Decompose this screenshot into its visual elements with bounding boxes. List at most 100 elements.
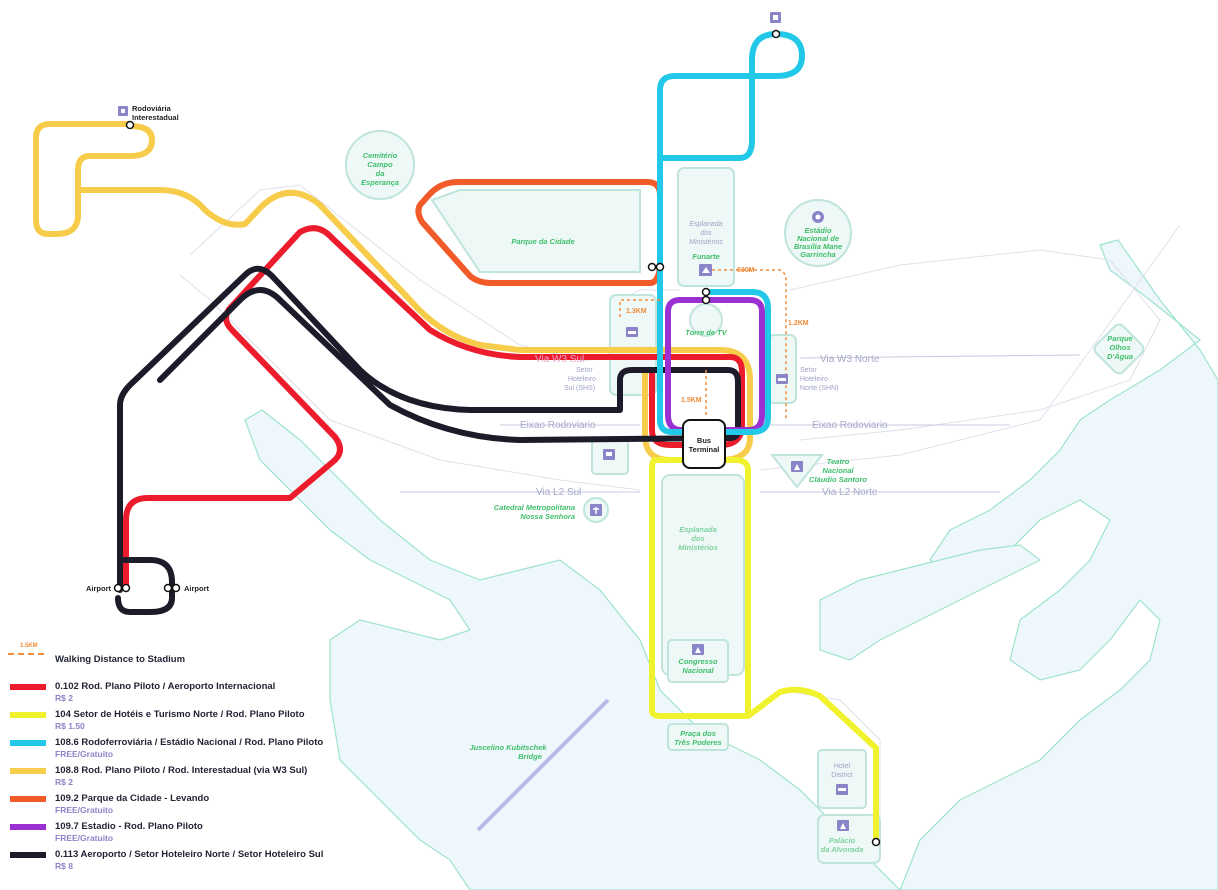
jk-bridge-label-1: Juscelino Kubitschek bbox=[469, 743, 547, 752]
stop-parque-1[interactable] bbox=[647, 262, 657, 272]
route-0-113-line bbox=[115, 265, 741, 615]
hub-label-2: Terminal bbox=[689, 445, 720, 454]
legend-route-name-1092: 109.2 Parque da Cidade - Levando bbox=[55, 793, 210, 804]
funarte-label: Funarte bbox=[692, 252, 720, 261]
route-108-6-line bbox=[657, 31, 805, 435]
shn-label-2: Hoteleiro bbox=[800, 376, 828, 383]
legend-swatch-104 bbox=[10, 712, 46, 718]
legend-route-fare-1097: FREE/Gratuito bbox=[55, 833, 114, 843]
hotel-norte-icon bbox=[776, 374, 788, 384]
estadio-label-3: Brasília Mane bbox=[794, 242, 842, 251]
rodoviaria-label-1: Rodoviária bbox=[132, 104, 172, 113]
road-l2-norte-label: Via L2 Norte bbox=[822, 487, 878, 498]
road-l2-sul-label: Via L2 Sul bbox=[536, 487, 581, 498]
legend-walk-sample: 1.5KM bbox=[20, 643, 38, 649]
stop-rodoferroviaria[interactable] bbox=[771, 29, 781, 39]
esplanada-bottom-label-2: dos bbox=[691, 534, 704, 543]
cathedral-icon bbox=[590, 504, 602, 516]
route-0-102-line bbox=[123, 225, 745, 590]
teatro-label-1: Teatro bbox=[827, 457, 850, 466]
legend-route-fare-1086: FREE/Gratuito bbox=[55, 749, 114, 759]
walk-distance-1-5km: 1.5KM bbox=[681, 397, 702, 404]
walk-distance-1-2km: 1.2KM bbox=[788, 320, 809, 327]
stop-airport-r1[interactable] bbox=[163, 583, 173, 593]
esplanada-top-area bbox=[677, 167, 735, 287]
shs-label-2: Hoteleiro bbox=[568, 376, 596, 383]
esplanada-top-label-2: dos bbox=[700, 230, 712, 237]
cemiterio-label-1: Cemitério bbox=[363, 151, 398, 160]
hotel-district-label-2: District bbox=[831, 772, 852, 779]
legend-swatch-1086 bbox=[10, 740, 46, 746]
stadium-icon bbox=[812, 211, 824, 223]
airport-left-label: Airport bbox=[86, 584, 112, 593]
legend-walk-label: Walking Distance to Stadium bbox=[55, 654, 186, 665]
legend-swatch-1092 bbox=[10, 796, 46, 802]
shs-label-1: Setor bbox=[576, 367, 593, 374]
walk-path-stadium bbox=[706, 269, 787, 420]
airport-right-label: Airport bbox=[184, 584, 210, 593]
praca-label-2: Três Poderes bbox=[674, 738, 721, 747]
road-eixao-right-label: Eixao Rodoviario bbox=[812, 420, 888, 431]
cemiterio-area bbox=[345, 130, 415, 200]
legend-route-name-0113: 0.113 Aeroporto / Setor Hoteleiro Norte … bbox=[55, 849, 324, 860]
stop-rodoviaria[interactable] bbox=[125, 120, 135, 130]
road-eixao-left-label: Eixao Rodoviario bbox=[520, 420, 596, 431]
hotel-district-icon bbox=[836, 784, 848, 795]
estadio-area bbox=[784, 199, 852, 267]
route-109-2-line bbox=[415, 179, 663, 286]
palacio-area bbox=[817, 814, 881, 864]
hotel-district-label-1: Hotel bbox=[834, 763, 851, 770]
stop-palacio[interactable] bbox=[871, 837, 881, 847]
palacio-label-1: Palácio bbox=[829, 836, 856, 845]
cemiterio-label-3: da bbox=[376, 169, 385, 178]
congresso-label-2: Nacional bbox=[682, 666, 714, 675]
walk-distance-600m: 600M bbox=[737, 267, 755, 274]
shn-area bbox=[767, 334, 797, 404]
palace-icon bbox=[837, 820, 849, 831]
estadio-label-1: Estádio bbox=[804, 226, 832, 235]
legend-swatch-0113 bbox=[10, 852, 46, 858]
stop-estadio-2[interactable] bbox=[701, 295, 711, 305]
bus-terminal-hub[interactable] bbox=[682, 419, 726, 469]
legend-route-fare-0113: R$ 8 bbox=[55, 861, 73, 871]
torre-label: Torre de TV bbox=[685, 328, 727, 337]
legend-swatch-1097 bbox=[10, 824, 46, 830]
legend-route-fare-1088: R$ 2 bbox=[55, 777, 73, 787]
route-104-line bbox=[649, 457, 879, 843]
legend-swatch-0102 bbox=[10, 684, 46, 690]
praca-area bbox=[667, 723, 729, 751]
walk-distance-1-3km: 1.3KM bbox=[626, 308, 647, 315]
stop-airport-l2[interactable] bbox=[121, 583, 131, 593]
parque-olhos-label-3: D'Água bbox=[1107, 352, 1133, 361]
walk-path-west bbox=[619, 299, 660, 320]
shn-label-1: Setor bbox=[800, 367, 817, 374]
stop-estadio-1[interactable] bbox=[701, 287, 711, 297]
lake-north-arm bbox=[899, 239, 1218, 890]
parque-cidade-label: Parque da Cidade bbox=[511, 237, 574, 246]
parque-olhos-area bbox=[1093, 323, 1145, 375]
congress-icon bbox=[692, 644, 704, 655]
legend-walk-swatch bbox=[8, 653, 44, 655]
teatro-label-2: Nacional bbox=[822, 466, 854, 475]
cemiterio-label-4: Esperança bbox=[361, 178, 399, 187]
legend-swatch-1088 bbox=[10, 768, 46, 774]
legend-route-fare-104: R$ 1.50 bbox=[55, 721, 85, 731]
esplanada-bottom-label-3: Ministérios bbox=[678, 543, 718, 552]
catedral-label-2: Nossa Senhora bbox=[520, 512, 575, 521]
praca-label-1: Praça dos bbox=[680, 729, 716, 738]
legend-route-name-104: 104 Setor de Hotéis e Turismo Norte / Ro… bbox=[55, 709, 305, 720]
jk-bridge bbox=[476, 698, 610, 832]
shn-label-3: Norte (SHN) bbox=[800, 385, 839, 392]
theatre-icon bbox=[791, 461, 803, 472]
parque-olhos-label-2: Olhos bbox=[1109, 343, 1130, 352]
rodoviaria-label-2: Interestadual bbox=[132, 113, 179, 122]
stop-airport-l1[interactable] bbox=[113, 583, 123, 593]
bus-station-icon bbox=[118, 106, 128, 116]
legend-route-name-1088: 108.8 Rod. Plano Piloto / Rod. Interesta… bbox=[55, 765, 308, 776]
stop-airport-r2[interactable] bbox=[171, 583, 181, 593]
hotel-sul-icon bbox=[626, 327, 638, 337]
stop-parque-2[interactable] bbox=[655, 262, 665, 272]
road-w3-sul-label: Via W3 Sul bbox=[535, 354, 584, 365]
legend-route-name-1086: 108.6 Rodoferroviária / Estádio Nacional… bbox=[55, 737, 324, 748]
